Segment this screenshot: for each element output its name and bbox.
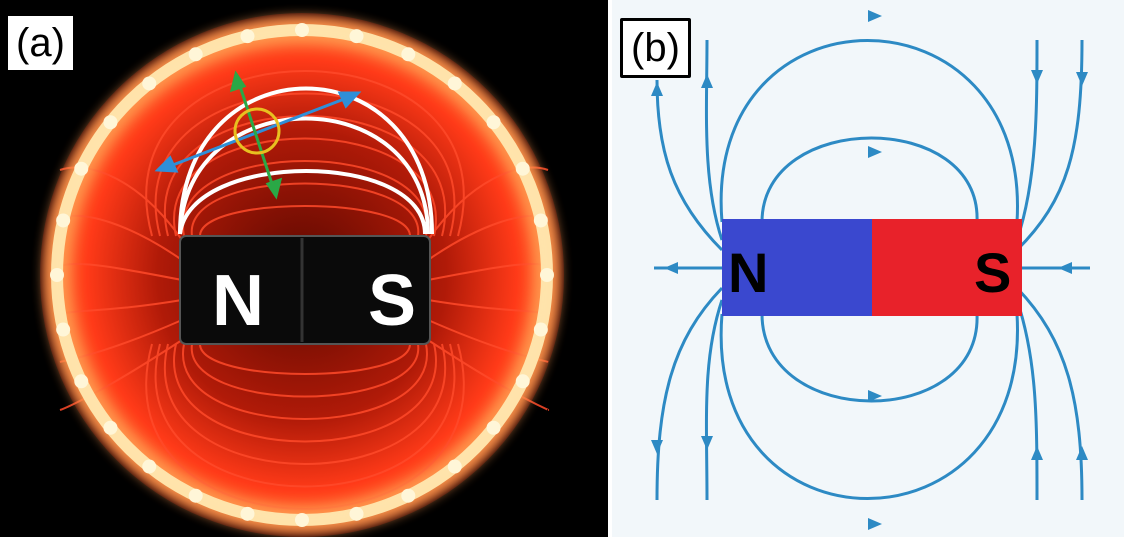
led-dot xyxy=(56,213,71,228)
field-lines xyxy=(654,39,1090,501)
led-dot xyxy=(142,76,157,91)
led-dot xyxy=(56,322,71,337)
tangent-arrow xyxy=(154,91,362,173)
led-dot xyxy=(103,115,118,130)
led-dot xyxy=(533,213,548,228)
red-field-line xyxy=(164,115,446,237)
south-label-a: S xyxy=(368,261,416,341)
panel-a-photo: N S (a) xyxy=(0,0,608,537)
red-field-line xyxy=(182,160,428,237)
led-dot xyxy=(188,47,203,62)
led-dot xyxy=(240,29,255,44)
red-field-line xyxy=(164,343,446,465)
red-field-line xyxy=(173,343,437,443)
north-label-a: N xyxy=(212,261,264,341)
field-photo-canvas: N S xyxy=(40,13,564,537)
point-circle xyxy=(233,107,281,155)
led-dot xyxy=(349,29,364,44)
panel-label-b: (b) xyxy=(620,18,691,78)
led-dot xyxy=(515,374,530,389)
panel-b-schematic: N S (b) xyxy=(612,0,1124,537)
south-label-b: S xyxy=(974,241,1011,304)
led-dot xyxy=(486,420,501,435)
magnet-photo xyxy=(179,235,431,345)
led-dots xyxy=(50,23,554,527)
led-dot xyxy=(74,161,89,176)
led-dot xyxy=(486,115,501,130)
led-dot xyxy=(447,459,462,474)
north-label-b: N xyxy=(728,241,768,304)
red-field-line xyxy=(154,343,456,488)
red-field-line xyxy=(145,70,465,237)
led-dot xyxy=(188,488,203,503)
red-field-line xyxy=(199,205,411,237)
red-field-line xyxy=(190,182,420,237)
led-dot xyxy=(447,76,462,91)
red-field-line xyxy=(427,319,549,363)
led-dot xyxy=(401,488,416,503)
magnet-north-half xyxy=(722,219,872,316)
normal-arrow xyxy=(229,70,283,200)
led-dot xyxy=(295,23,309,37)
panel-label-a: (a) xyxy=(8,16,73,70)
led-dot xyxy=(74,374,89,389)
field-arrows xyxy=(651,10,1088,530)
led-dot xyxy=(103,420,118,435)
red-field-line xyxy=(182,343,428,420)
led-dot xyxy=(240,506,255,521)
led-dot xyxy=(533,322,548,337)
led-dot xyxy=(142,459,157,474)
led-dot xyxy=(50,268,64,282)
led-dot xyxy=(540,268,554,282)
red-field-line xyxy=(190,343,420,398)
led-dot xyxy=(349,506,364,521)
led-dot xyxy=(295,513,309,527)
field-schematic-canvas: N S xyxy=(651,10,1090,530)
red-field-line xyxy=(427,166,549,241)
overlay-arcs xyxy=(178,86,434,235)
led-dot xyxy=(401,47,416,62)
red-field-line xyxy=(199,343,411,375)
magnet-south-half xyxy=(872,219,1022,316)
led-dot xyxy=(515,161,530,176)
